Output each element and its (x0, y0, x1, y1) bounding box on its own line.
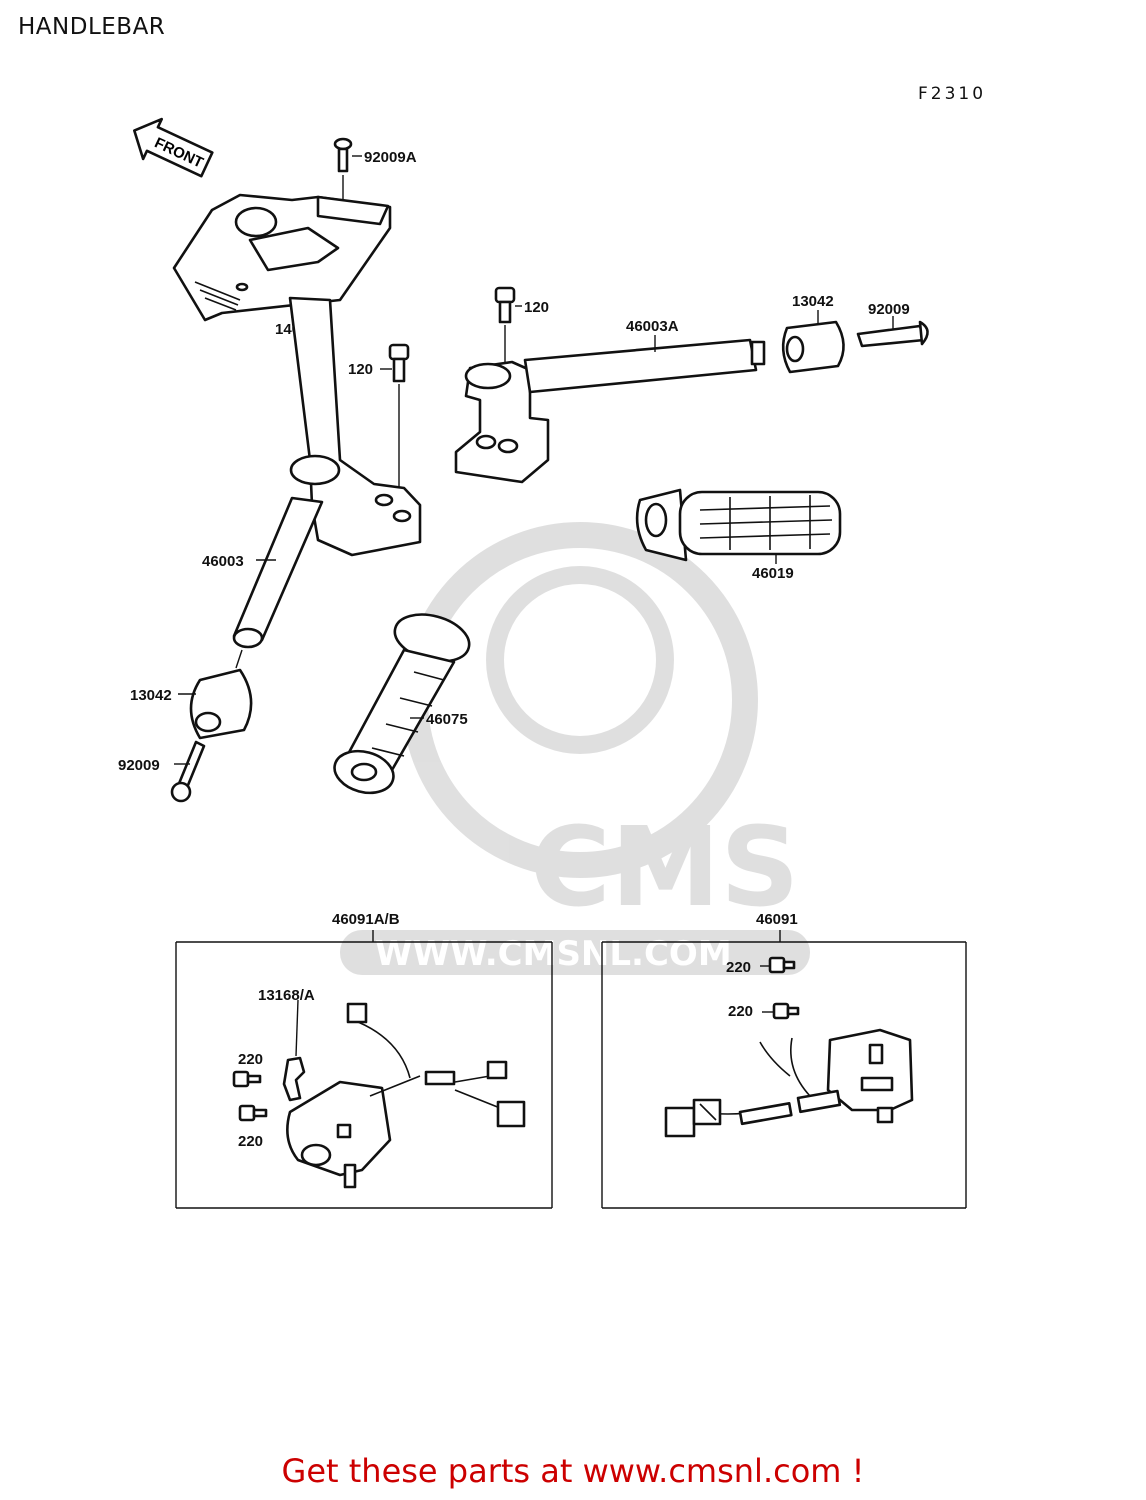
switch-assembly-right (664, 1028, 914, 1138)
watermark-url: WWW.CMSNL.COM (375, 934, 732, 974)
label-92009a: 92009A (364, 149, 417, 166)
handlebar-46003a (454, 335, 766, 484)
handlebar-46003 (232, 296, 422, 649)
label-220-a: 220 (238, 1051, 263, 1068)
label-13042-left: 13042 (130, 687, 172, 704)
page-title: HANDLEBAR (18, 14, 166, 40)
screw-220-b (238, 1104, 268, 1122)
label-46019: 46019 (752, 565, 794, 582)
label-220-d: 220 (728, 1003, 753, 1020)
label-92009-right: 92009 (868, 301, 910, 318)
switch-assembly-left (282, 999, 526, 1189)
screw-220-d (762, 1002, 800, 1020)
watermark-logo: CMS (530, 803, 799, 931)
label-13168a: 13168/A (258, 987, 315, 1004)
label-13042-right: 13042 (792, 293, 834, 310)
parts-diagram: CMS WWW.CMSNL.COM FRONT 92009A 14024 120 (118, 117, 967, 1209)
label-46003: 46003 (202, 553, 244, 570)
front-arrow: FRONT (133, 117, 214, 178)
label-46003a: 46003A (626, 318, 679, 335)
grip-46075 (333, 613, 471, 795)
screw-220-c (760, 956, 796, 974)
screw-220-a (232, 1070, 262, 1088)
label-46075: 46075 (426, 711, 468, 728)
figure-code: F2310 (918, 84, 987, 104)
bar-end-13042-left (178, 649, 253, 740)
label-220-c: 220 (726, 959, 751, 976)
bolt-120-left (380, 343, 410, 490)
screw-92009-right (856, 316, 929, 348)
cms-watermark: CMS WWW.CMSNL.COM (340, 522, 810, 975)
label-120-top: 120 (524, 299, 549, 316)
label-46091ab: 46091A/B (332, 911, 400, 928)
cover-14024 (172, 193, 392, 322)
label-46091: 46091 (756, 911, 798, 928)
grip-46019 (635, 488, 842, 564)
footer-link-text[interactable]: Get these parts at www.cmsnl.com ! (281, 1452, 865, 1490)
bar-end-13042-right (781, 310, 845, 374)
label-220-b: 220 (238, 1133, 263, 1150)
screw-92009-left (170, 740, 206, 803)
label-92009-left: 92009 (118, 757, 160, 774)
label-120-left: 120 (348, 361, 373, 378)
